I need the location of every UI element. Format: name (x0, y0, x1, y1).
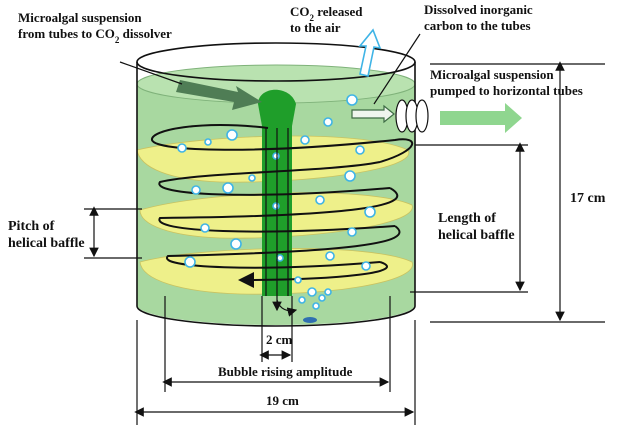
label-suspension-in-2: from tubes to CO2 dissolver (18, 26, 172, 45)
label-length-1: Length of (438, 211, 496, 226)
length-dimension (410, 142, 528, 293)
bubble (364, 206, 376, 218)
tube-exit-arrow (276, 299, 298, 317)
label-co2-2: to the air (290, 20, 341, 35)
label-bubble-amplitude: Bubble rising amplitude (218, 364, 353, 379)
flow-loop (151, 124, 414, 163)
bubble (361, 261, 371, 271)
label-co2-1a: CO (290, 4, 310, 19)
label-pitch-1: Pitch of (8, 219, 55, 234)
bubble (325, 251, 335, 261)
bubble (298, 296, 306, 304)
bubble (177, 143, 187, 153)
label-co2-1: CO2 released (290, 4, 363, 23)
bubble-outlet (303, 317, 317, 323)
bubble (248, 174, 256, 182)
label-dissolved-1: Dissolved inorganic (424, 2, 533, 17)
inlet-pointer-line (119, 61, 183, 85)
bubble (294, 276, 302, 284)
label-suspension-in-2b: dissolver (119, 26, 172, 41)
bubbles (177, 94, 376, 310)
co2-dissolver (395, 99, 429, 133)
flow-loop (165, 225, 401, 269)
label-pitch-2: helical baffle (8, 236, 85, 251)
bubble (191, 185, 201, 195)
label-dissolved-2: carbon to the tubes (424, 18, 531, 33)
bubble (226, 129, 238, 141)
label-height: 17 cm (570, 191, 606, 206)
label-suspension-in-2a: from tubes to CO (18, 26, 115, 41)
bubble (272, 202, 280, 210)
bottom-rim (136, 305, 416, 327)
bubble (184, 256, 196, 268)
dissolved-pointer-line (373, 33, 421, 105)
bubble (315, 195, 325, 205)
label-length-2: helical baffle (438, 228, 515, 243)
bubble (276, 254, 284, 262)
flow-loop (238, 261, 388, 288)
bubble (355, 145, 365, 155)
pumped-arrow (440, 103, 522, 133)
bubble (200, 223, 210, 233)
flow-loop (158, 161, 391, 196)
bubble (307, 287, 317, 297)
helical-flow (151, 124, 414, 288)
label-suspension-in-1: Microalgal suspension (18, 10, 142, 25)
labels: Microalgal suspension from tubes to CO2 … (8, 2, 606, 408)
bubble (347, 227, 357, 237)
bubble (272, 152, 280, 160)
bubble (323, 117, 333, 127)
dissolved-carbon-arrow (351, 104, 395, 124)
label-pumped-2: pumped to horizontal tubes (430, 83, 583, 98)
bubble (346, 94, 358, 106)
bubble (318, 294, 326, 302)
tube-inlet-bend (258, 89, 296, 126)
bubble (204, 138, 212, 146)
label-co2-1b: released (314, 4, 363, 19)
tube-flow-lines (265, 128, 298, 317)
pitch-dimension (84, 206, 142, 259)
bubble (300, 135, 310, 145)
bottom-dimensions (134, 296, 416, 425)
label-suspension-in-sub: 2 (115, 35, 120, 45)
bubble (324, 288, 332, 296)
flow-loop (158, 187, 399, 233)
bubble (230, 238, 242, 250)
label-tube-width: 2 cm (266, 332, 293, 347)
label-diameter: 19 cm (266, 393, 299, 408)
suspension-inlet-arrow (176, 80, 262, 110)
bubble (222, 182, 234, 194)
bubble (312, 302, 320, 310)
label-pumped-1: Microalgal suspension (430, 67, 554, 82)
height-dimension (430, 61, 605, 323)
co2-release-arrow (358, 28, 382, 77)
dissolver-ring (415, 99, 429, 133)
bubble (344, 170, 356, 182)
label-co2-sub: 2 (310, 13, 315, 23)
rim (136, 42, 416, 82)
